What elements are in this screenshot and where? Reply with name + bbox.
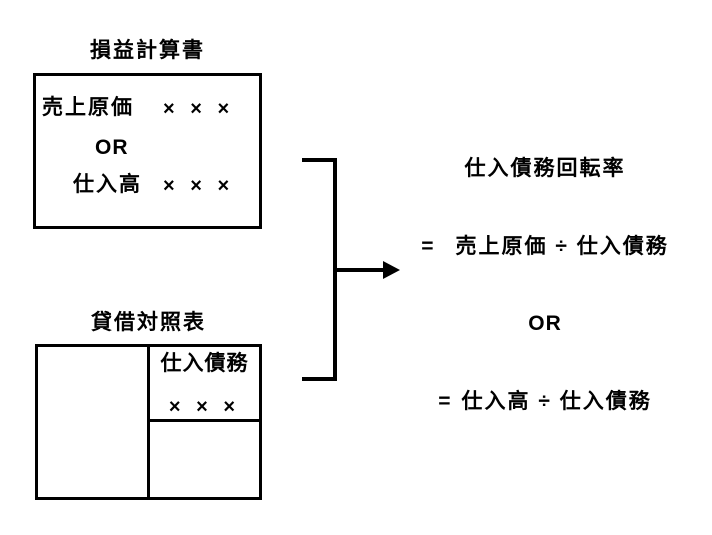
bracket-top-arm xyxy=(302,158,337,162)
income-statement-or-label: OR xyxy=(95,136,129,159)
formula-line-1: = 売上原価 ÷ 仕入債務 xyxy=(421,235,668,259)
formula-line-1-expression: 売上原価 ÷ 仕入債務 xyxy=(455,235,669,258)
formula-section: 仕入債務回転率 = 売上原価 ÷ 仕入債務 OR = 仕入高 ÷ 仕入債務 xyxy=(403,157,687,414)
formula-title: 仕入債務回転率 xyxy=(464,157,626,180)
arrow-shaft xyxy=(335,268,385,272)
formula-line-2-equals: = xyxy=(438,390,453,413)
bracket-bottom-arm xyxy=(302,377,337,381)
cost-of-sales-value: × × × xyxy=(163,98,235,120)
balance-sheet-title: 貸借対照表 xyxy=(91,311,206,334)
formula-line-2-expression: 仕入高 ÷ 仕入債務 xyxy=(461,390,652,413)
balance-sheet-vertical-divider xyxy=(147,347,150,497)
formula-line-2: = 仕入高 ÷ 仕入債務 xyxy=(438,390,651,414)
arrow-right-icon xyxy=(383,261,400,279)
income-statement-box: 売上原価 × × × OR 仕入高 × × × xyxy=(33,73,262,229)
accounts-payable-value: × × × xyxy=(168,396,241,418)
cost-of-sales-label: 売上原価 xyxy=(42,96,134,119)
purchases-label: 仕入高 xyxy=(73,173,142,196)
accounts-payable-label: 仕入債務 xyxy=(160,352,249,375)
formula-or-label: OR xyxy=(528,312,562,335)
income-statement-title: 損益計算書 xyxy=(90,39,205,62)
balance-sheet-horizontal-divider xyxy=(147,419,259,422)
purchases-value: × × × xyxy=(163,175,235,197)
formula-line-1-equals: = xyxy=(421,235,436,258)
balance-sheet-left-cell xyxy=(38,347,147,497)
balance-sheet-box: 仕入債務 × × × xyxy=(35,344,262,500)
